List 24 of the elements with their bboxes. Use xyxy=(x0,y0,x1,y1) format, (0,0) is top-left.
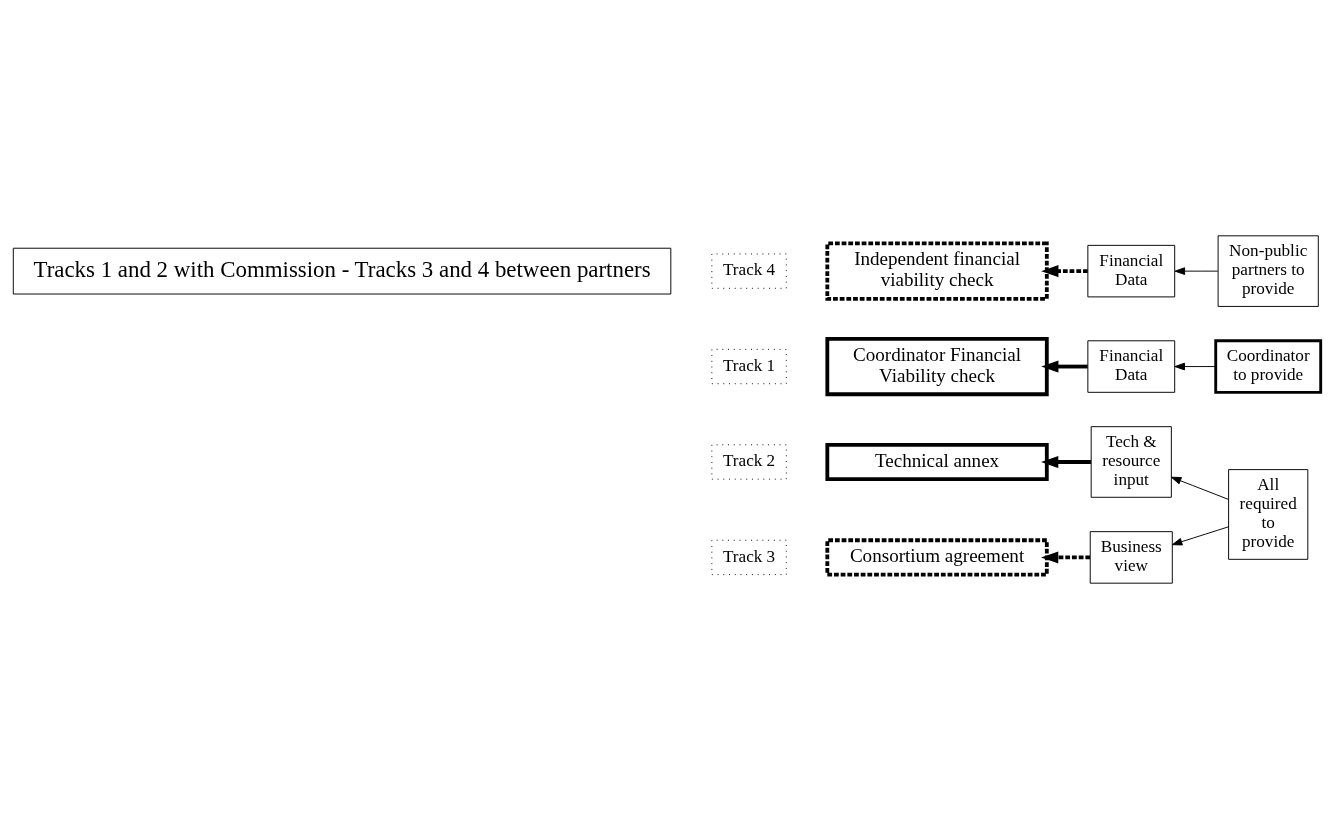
node-box: Track 3 xyxy=(711,539,787,575)
arrow xyxy=(1170,476,1230,500)
arrow xyxy=(1041,264,1088,277)
node-box: Coordinator Financial Viability check xyxy=(825,336,1049,396)
node-box: Independent financial viability check xyxy=(825,241,1049,301)
node-box: Track 1 xyxy=(711,348,787,384)
arrow xyxy=(1174,362,1216,370)
arrow xyxy=(1174,266,1219,275)
node-box: Consortium agreement xyxy=(825,537,1049,576)
node-box: Technical annex xyxy=(825,442,1049,481)
node-box: Coordinator to provide xyxy=(1214,338,1323,394)
node-box: Track 2 xyxy=(711,443,787,480)
node-box: Financial Data xyxy=(1087,339,1176,393)
node-box: Financial Data xyxy=(1087,244,1176,297)
node-box: Tracks 1 and 2 with Commission - Tracks 3 and 4 between partners xyxy=(12,247,672,294)
node-box: Track 4 xyxy=(711,252,787,289)
arrow xyxy=(1041,550,1090,563)
node-box: Tech & resource input xyxy=(1090,425,1172,498)
arrow xyxy=(1041,360,1088,373)
arrow xyxy=(1171,525,1230,545)
node-box: Non-public partners to provide xyxy=(1217,234,1319,307)
node-box: All required to provide xyxy=(1228,468,1309,560)
arrow xyxy=(1041,455,1091,468)
node-box: Business view xyxy=(1089,530,1173,584)
